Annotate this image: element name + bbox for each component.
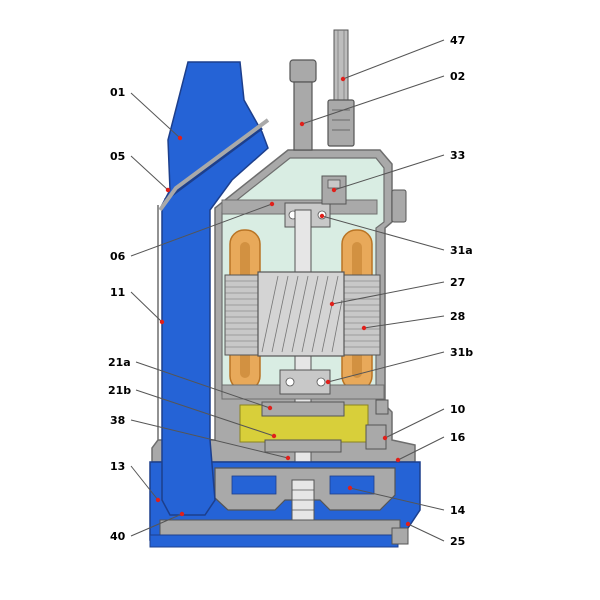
leader-05	[130, 155, 169, 191]
label-21a: 21a	[108, 356, 131, 369]
label-25: 25	[450, 535, 465, 548]
leader-16	[397, 436, 445, 461]
dot-10	[382, 435, 388, 441]
leader-33	[333, 154, 445, 191]
label-28: 28	[450, 310, 465, 323]
leader-10	[384, 408, 445, 439]
label-21b: 21b	[108, 384, 131, 397]
label-38: 38	[110, 414, 125, 427]
dot-40	[179, 511, 185, 517]
rotor	[257, 271, 345, 357]
callout-labels: 47 02 01 05 33 06 31a 11 27 28 21a 31b 2…	[108, 34, 473, 548]
leader-02	[301, 75, 445, 125]
leader-38	[130, 419, 289, 459]
mechanical-seal-lower	[264, 439, 342, 453]
leader-31a	[321, 215, 445, 251]
leader-01	[130, 92, 181, 139]
dot-21b	[271, 433, 277, 439]
side-bolt	[391, 189, 407, 223]
oil-plug	[365, 424, 387, 450]
dot-06	[269, 201, 275, 207]
leader-06	[130, 203, 273, 257]
dot-21a	[267, 405, 273, 411]
leader-21b	[135, 389, 275, 437]
dot-31a	[319, 213, 325, 219]
label-14: 14	[450, 504, 466, 517]
label-27: 27	[450, 276, 465, 289]
label-31a: 31a	[450, 244, 473, 257]
dot-02	[299, 121, 305, 127]
leader-21a	[135, 361, 271, 409]
dot-28	[361, 325, 367, 331]
leader-13	[130, 465, 159, 501]
label-33: 33	[450, 149, 465, 162]
callout-leaders	[130, 39, 445, 542]
pump-drawing	[149, 29, 421, 548]
base-bolt	[391, 527, 409, 545]
label-02: 02	[450, 70, 465, 83]
label-40: 40	[110, 530, 126, 543]
dot-38	[285, 455, 291, 461]
dot-01	[177, 135, 183, 141]
dot-13	[155, 497, 161, 503]
leader-47	[342, 39, 445, 80]
dot-47	[340, 76, 346, 82]
bottom-plate	[159, 519, 401, 536]
mechanical-seal-upper	[261, 401, 345, 417]
dot-31b	[325, 379, 331, 385]
label-13: 13	[110, 460, 125, 473]
label-01: 01	[110, 86, 125, 99]
leader-31b	[327, 351, 445, 383]
label-47: 47	[450, 34, 465, 47]
dot-11	[159, 319, 165, 325]
leader-11	[130, 291, 163, 323]
power-cable	[327, 29, 355, 147]
leader-25	[407, 523, 445, 542]
dot-33	[331, 187, 337, 193]
label-11: 11	[110, 286, 125, 299]
label-10: 10	[450, 403, 466, 416]
dot-16	[395, 457, 401, 463]
label-16: 16	[450, 431, 466, 444]
leader-40	[130, 513, 183, 537]
leader-28	[363, 315, 445, 329]
label-31b: 31b	[450, 346, 473, 359]
label-05: 05	[110, 150, 125, 163]
dot-05	[165, 187, 171, 193]
lifting-handle	[289, 59, 317, 151]
leader-27	[331, 281, 445, 305]
callout-dots	[155, 76, 411, 527]
leader-14	[349, 487, 445, 511]
dot-14	[347, 485, 353, 491]
dot-27	[329, 301, 335, 307]
label-06: 06	[110, 250, 126, 263]
dot-25	[405, 521, 411, 527]
